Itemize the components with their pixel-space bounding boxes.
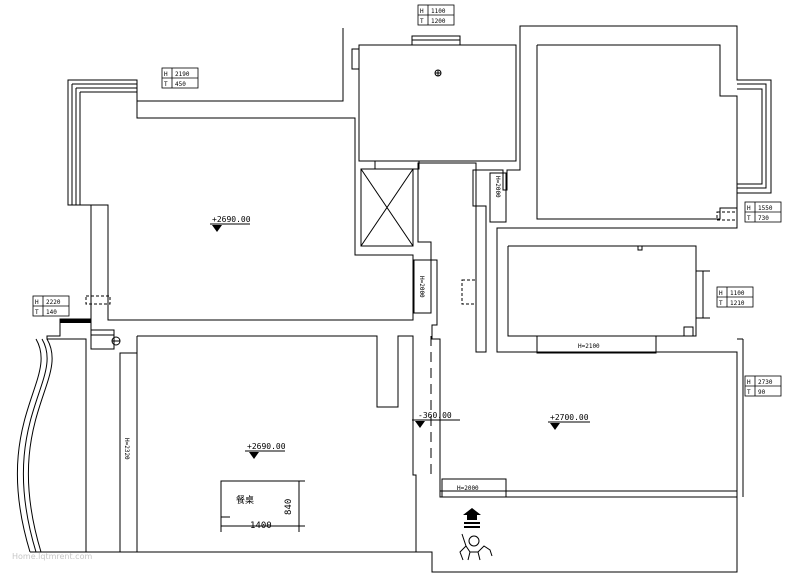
furniture-label: 餐桌 (236, 494, 254, 506)
room-bottom-left (137, 335, 417, 552)
elevation-label: +2700.00 (550, 413, 589, 422)
window-tag-h-value: 1550 (758, 205, 773, 212)
window-tag-t-key: T (35, 309, 39, 316)
door-height-label: H=2000 (494, 176, 501, 198)
elevation-label: +2690.00 (212, 215, 251, 224)
window-tag-h-value: 2220 (46, 299, 61, 306)
window-tag-h-key: H (164, 71, 168, 78)
window-tag-t-value: 1200 (431, 18, 446, 25)
window-tag-t-value: 140 (46, 309, 57, 316)
entry-arrow-icon (463, 508, 481, 528)
window-tag-t-key: T (719, 300, 723, 307)
window-tag-h-key: H (719, 290, 723, 297)
room-top-left (91, 101, 414, 321)
watermark: Home.lqtmrent.com (12, 552, 93, 561)
window-tag-t-key: T (420, 18, 424, 25)
elevation-label: +2690.00 (247, 442, 286, 451)
window-tag-h-key: H (747, 205, 751, 212)
dimension-width: 1400 (250, 521, 272, 531)
window-tag-h-key: H (420, 8, 424, 15)
dimension-depth: 840 (284, 499, 294, 515)
elevation-label: -360.00 (418, 411, 452, 420)
window-tag-t-value: 90 (758, 389, 766, 396)
room-mid-right (507, 245, 697, 337)
window-tag-h-key: H (35, 299, 39, 306)
curved-bay-window (16, 338, 42, 553)
outer-wall (46, 25, 738, 573)
window-tag-h-value: 2190 (175, 71, 190, 78)
window-tag-t-key: T (747, 389, 751, 396)
window-tag-t-value: 730 (758, 215, 769, 222)
window-tag-h-value: 1100 (730, 290, 745, 297)
room-top-right (536, 44, 738, 220)
window-tag-t-key: T (747, 215, 751, 222)
window-tag-t-value: 1210 (730, 300, 745, 307)
window-tag-h-key: H (747, 379, 751, 386)
window-tag-h-value: 2730 (758, 379, 773, 386)
door-height-label: H=2320 (123, 438, 130, 460)
window-tag-t-value: 450 (175, 81, 186, 88)
person-figure-icon (459, 533, 493, 561)
window-tag-t-key: T (164, 81, 168, 88)
door-height-label: H=2000 (457, 485, 479, 492)
room-top-center (358, 44, 517, 162)
door-height-label: H=2100 (578, 343, 600, 350)
door-height-label: H=2000 (418, 276, 425, 298)
window-tag-h-value: 1100 (431, 8, 446, 15)
